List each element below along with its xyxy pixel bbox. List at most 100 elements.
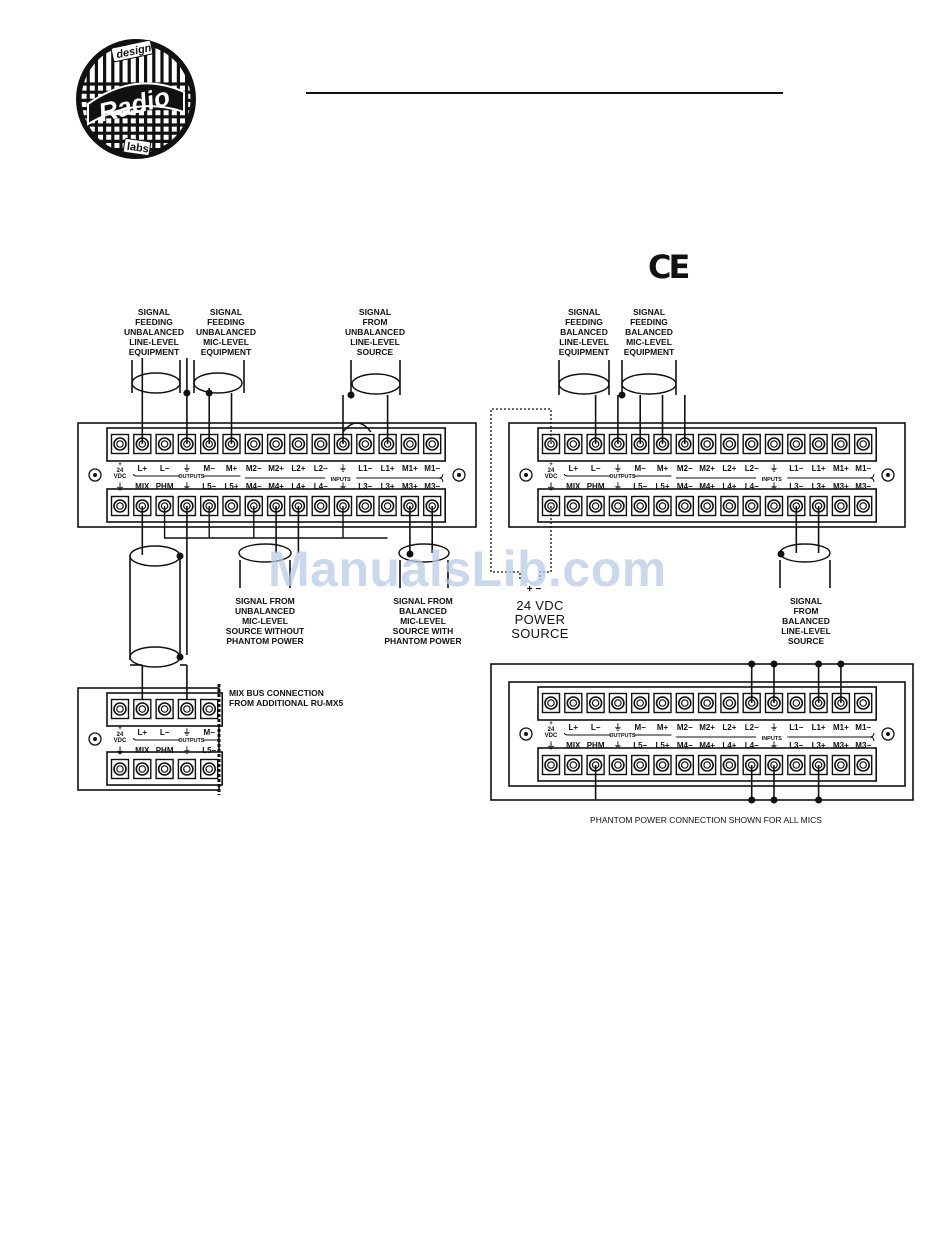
terminal-label-bottom: ⏚ xyxy=(183,482,191,491)
label-signal-feeding-balanced-mic: SIGNAL FEEDING BALANCED MIC-LEVEL EQUIPM… xyxy=(623,307,675,357)
terminal-screw xyxy=(767,437,781,451)
vdc-label-line: VDC xyxy=(545,474,558,480)
terminal-screw xyxy=(113,762,127,776)
terminal-screw-slot xyxy=(859,440,868,448)
terminal-label-top: L2− xyxy=(745,723,759,732)
terminal-label-top: L− xyxy=(591,464,601,473)
inputs-bracket xyxy=(244,473,444,483)
mounting-hole-center xyxy=(524,732,528,736)
terminal-screw-slot xyxy=(859,761,868,769)
terminal-screw xyxy=(856,758,871,772)
terminal-screw-slot xyxy=(725,502,734,510)
cable-bal-line-out xyxy=(558,373,610,395)
terminal-screw xyxy=(544,696,558,710)
terminal-screw xyxy=(425,437,440,451)
terminal-label-bottom: L4− xyxy=(745,741,759,750)
terminal-label-bottom: L3+ xyxy=(812,482,826,491)
terminal-screw-slot xyxy=(703,502,711,510)
terminal-label-top: M− xyxy=(635,464,647,473)
terminal-screw xyxy=(224,499,239,513)
terminal-screw-slot xyxy=(569,440,578,448)
terminal-screw xyxy=(677,499,692,513)
terminal-label-top: M+ xyxy=(226,464,238,473)
terminal-label-bottom: M4+ xyxy=(699,482,715,491)
label-signal-from-balanced-mic-source: SIGNAL FROM BALANCED MIC-LEVEL SOURCE WI… xyxy=(384,596,462,646)
terminal-label-top: ⏚ xyxy=(770,464,778,473)
terminal-screw-slot xyxy=(747,502,756,510)
mounting-hole-center xyxy=(93,737,97,741)
wire-power-dashed xyxy=(490,408,552,580)
phantom-frame xyxy=(490,663,914,801)
terminal-label-top: M1+ xyxy=(402,464,418,473)
terminal-label-top: M2+ xyxy=(699,723,715,732)
terminal-label-top: L2− xyxy=(745,464,759,473)
terminal-label-bottom: PHM xyxy=(587,482,605,491)
terminal-screw xyxy=(722,499,737,513)
terminal-screw xyxy=(180,702,194,716)
terminal-screw xyxy=(722,696,737,710)
terminal-screw-slot xyxy=(183,765,191,773)
terminal-screw-slot xyxy=(703,699,711,707)
terminal-label-bottom: M3+ xyxy=(402,482,418,491)
terminal-label-bottom: MIX xyxy=(135,482,150,491)
terminal-screw-slot xyxy=(294,440,303,448)
terminal-label-bottom: L3+ xyxy=(812,741,826,750)
terminal-label-top: M1− xyxy=(424,464,440,473)
terminal-label-top: ⏚ xyxy=(614,464,622,473)
terminal-label-bottom: M3− xyxy=(855,482,871,491)
junction-dot xyxy=(347,391,355,399)
terminal-label-top: L+ xyxy=(138,464,148,473)
terminal-label-top: L− xyxy=(591,723,601,732)
mounting-hole-center xyxy=(524,473,528,477)
terminal-screw xyxy=(403,437,417,451)
terminal-label-bottom: L5+ xyxy=(655,741,669,750)
terminal-label-top: M1− xyxy=(855,464,871,473)
vdc-label-line: VDC xyxy=(545,733,558,739)
cable-mix-bus-top xyxy=(129,545,181,567)
junction-dot xyxy=(406,550,414,558)
terminal-screw-slot xyxy=(837,761,845,769)
terminal-screw xyxy=(113,437,127,451)
terminal-label-top: L− xyxy=(160,464,170,473)
junction-dot xyxy=(777,550,785,558)
terminal-screw xyxy=(135,762,150,776)
terminal-screw-slot xyxy=(636,699,645,707)
terminal-screw xyxy=(588,499,603,513)
terminal-screw xyxy=(113,702,127,716)
logo-bottom-text: labs xyxy=(126,141,149,156)
label-signal-feeding-unbalanced-mic: SIGNAL FEEDING UNBALANCED MIC-LEVEL EQUI… xyxy=(196,307,256,357)
terminal-screw xyxy=(269,437,283,451)
terminal-screw-slot xyxy=(116,705,124,713)
inputs-label: INPUTS xyxy=(762,736,783,742)
vdc-label-line: VDC xyxy=(114,738,127,744)
terminal-screw xyxy=(633,758,648,772)
terminal-label-bottom: PHM xyxy=(587,741,605,750)
terminal-screw xyxy=(767,499,781,513)
terminal-label-bottom: ⏚ xyxy=(614,482,622,491)
label-signal-from-balanced-line-source: SIGNAL FROM BALANCED LINE-LEVEL SOURCE xyxy=(781,596,831,646)
terminal-screw xyxy=(313,437,328,451)
terminal-screw-slot xyxy=(406,440,414,448)
radio-design-labs-logo: design Radio labs xyxy=(76,39,196,159)
terminal-screw-slot xyxy=(703,761,711,769)
terminal-screw xyxy=(566,437,581,451)
terminal-screw-slot xyxy=(680,699,689,707)
terminal-screw xyxy=(202,762,216,776)
terminal-screw xyxy=(566,499,581,513)
terminal-label-bottom: L4+ xyxy=(722,482,736,491)
terminal-screw xyxy=(744,437,759,451)
cable-unbal-mic-source xyxy=(238,543,292,563)
terminal-screw-slot xyxy=(205,705,214,713)
terminal-screw xyxy=(655,499,670,513)
terminal-label-top: L1− xyxy=(789,464,803,473)
terminal-screw-slot xyxy=(837,440,845,448)
terminal-label-top: L2+ xyxy=(722,723,736,732)
terminal-screw-slot xyxy=(859,502,868,510)
terminal-label-bottom: M4− xyxy=(677,741,693,750)
terminal-screw-slot xyxy=(272,440,280,448)
terminal-label-bottom: M4+ xyxy=(699,741,715,750)
terminal-screw xyxy=(834,758,848,772)
